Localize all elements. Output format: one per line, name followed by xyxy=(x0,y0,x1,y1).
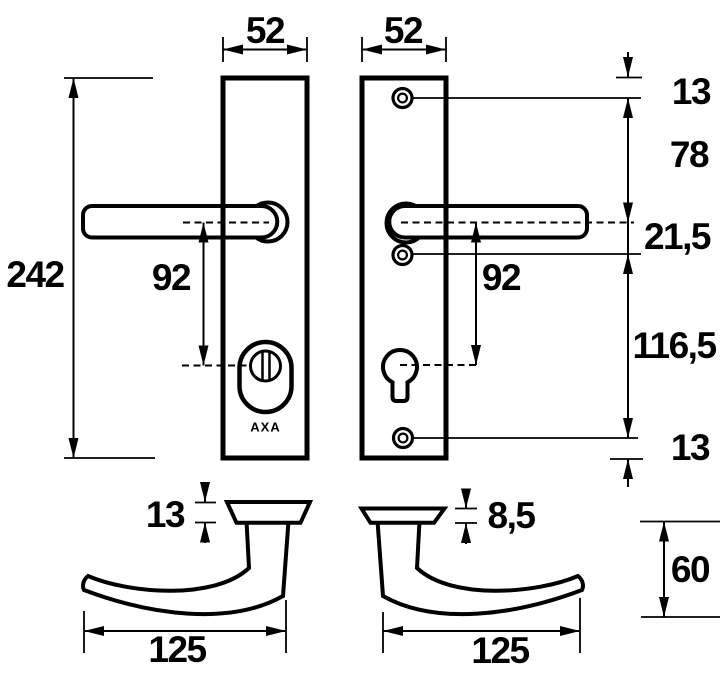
cylinder-core xyxy=(249,349,282,383)
dim-label-front-handle-to-cylinder: 92 xyxy=(152,257,191,298)
dim-label-top-screw-to-handle: 78 xyxy=(670,134,709,175)
front-plate-outline xyxy=(220,75,310,461)
back-plate-outline xyxy=(359,75,449,461)
front-plate-section xyxy=(223,500,314,525)
dimension-handle-height xyxy=(640,520,720,618)
dim-label-mid-screw-to-bottom-screw: 116,5 xyxy=(632,325,716,366)
front-handle-lever xyxy=(81,204,280,240)
dim-label-bottom-screw-to-edge: 13 xyxy=(671,427,710,468)
dimension-front-handle-length xyxy=(83,600,287,653)
dim-label-back-plate-width: 52 xyxy=(384,10,423,51)
dim-label-plate-height: 242 xyxy=(6,254,64,295)
front-handle-side-view xyxy=(81,500,314,617)
screw-hole-bottom xyxy=(391,426,415,450)
dim-label-top-edge-to-top-screw: 13 xyxy=(672,71,711,112)
dim-label-back-plate-thickness: 8,5 xyxy=(488,495,536,536)
dimension-front-plate-thickness xyxy=(195,482,216,543)
front-handle-grip xyxy=(81,519,291,617)
brand-label: AXA xyxy=(250,420,280,435)
dimension-back-handle-length xyxy=(382,598,581,653)
back-handle-grip xyxy=(375,519,585,617)
dim-label-front-plate-width: 52 xyxy=(246,10,285,51)
dimension-plate-height xyxy=(64,77,155,459)
dim-label-back-handle-to-cylinder: 92 xyxy=(482,257,521,298)
screw-hole-middle xyxy=(391,243,414,267)
back-handle-side-view xyxy=(357,506,585,617)
screw-hole-top xyxy=(391,86,414,110)
dim-label-front-handle-length: 125 xyxy=(148,629,206,670)
dim-label-back-handle-length: 125 xyxy=(471,630,529,671)
dimension-back-plate-thickness xyxy=(455,488,477,544)
dimension-front-plate-width xyxy=(222,37,308,62)
dim-label-handle-height: 60 xyxy=(671,549,710,590)
front-plate-view: AXA xyxy=(81,75,310,461)
euro-cylinder-cutout xyxy=(381,348,419,403)
dimension-back-plate-width xyxy=(361,37,447,62)
centerlines xyxy=(182,221,634,367)
dim-label-handle-to-mid-screw: 21,5 xyxy=(644,216,711,257)
back-plate-view xyxy=(359,75,589,461)
dimension-chain-right xyxy=(413,52,643,487)
dim-label-front-plate-thickness: 13 xyxy=(146,494,185,535)
back-plate-section xyxy=(357,506,449,525)
